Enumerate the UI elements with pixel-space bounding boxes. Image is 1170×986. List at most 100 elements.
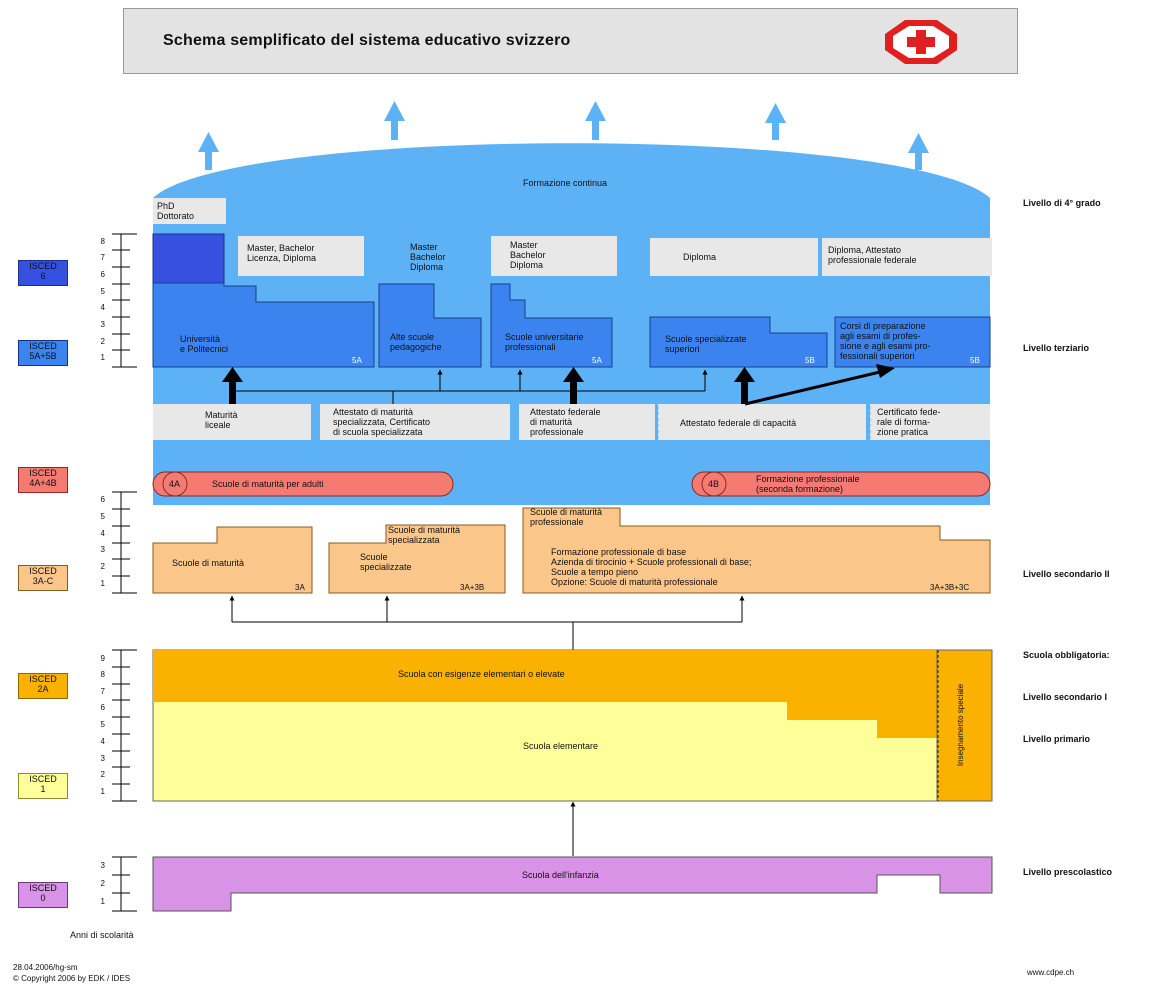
thick-arrow: [734, 367, 755, 404]
level-label: Livello prescolastico: [1023, 867, 1113, 877]
block-formazione-professionale: [522, 507, 991, 594]
degree-box: [822, 238, 992, 276]
cert-box: [658, 404, 866, 440]
years-axis-label: Anni di scolarità: [70, 930, 134, 940]
cert-box: [320, 404, 510, 440]
pill-4a-label: Scuole di maturità per adulti: [212, 479, 324, 489]
degree-box: [650, 238, 818, 276]
ruler-number: 1: [100, 353, 105, 362]
pill-4a: [152, 471, 454, 497]
level-label: Livello di 4° grado: [1023, 198, 1101, 208]
block-secondario-1: [153, 650, 937, 738]
scuola-elementare-label: Scuola elementare: [523, 741, 599, 751]
ruler-number: 1: [100, 897, 105, 906]
continuing-arrows: [198, 101, 929, 170]
block-scuola-infanzia: [152, 856, 993, 912]
ruler-number: 2: [100, 337, 105, 346]
block-scuole-specializzate: [649, 316, 828, 368]
ruler-number: 5: [100, 287, 105, 296]
ruler-number: 8: [100, 237, 105, 246]
ruler-secondary2: [112, 491, 137, 594]
ruler-number: 3: [100, 545, 105, 554]
level-label: Livello terziario: [1023, 343, 1090, 353]
ruler-number: 8: [100, 670, 105, 679]
thick-arrow: [222, 367, 243, 404]
ruler-number: 1: [100, 579, 105, 588]
cert-box: [153, 404, 311, 440]
institution-tag: 5B: [805, 356, 815, 365]
scuola-infanzia-label: Scuola dell'infanzia: [522, 870, 599, 880]
up-arrow-icon: [198, 132, 219, 170]
phd-block: [152, 233, 225, 287]
certificate-label: Attestato federale di capacità: [680, 418, 797, 428]
level-label: Scuola obbligatoria:: [1023, 650, 1110, 660]
swiss-edk-cross-logo-icon: [885, 20, 957, 64]
block-scuole-specializzate: [328, 524, 506, 594]
up-arrow-icon: [384, 101, 405, 140]
page-title: Schema semplificato del sistema educativ…: [163, 32, 571, 49]
block-insegnamento-speciale: [936, 649, 993, 802]
block-scuole-maturita: [152, 526, 313, 594]
ruler-number: 5: [100, 720, 105, 729]
ruler-number: 5: [100, 512, 105, 521]
ruler-number: 6: [100, 703, 105, 712]
ruler-number: 2: [100, 562, 105, 571]
continuing-education-label: Formazione continua: [523, 178, 608, 188]
block-corsi: [834, 316, 991, 368]
pill-4b-tag: 4B: [708, 479, 720, 489]
tag-3a3b3c: 3A+3B+3C: [930, 583, 970, 592]
pill-4b: [691, 471, 991, 497]
title-box: [123, 8, 1018, 74]
ruler-number: 7: [100, 253, 105, 262]
ruler-number: 1: [100, 787, 105, 796]
tag-3a3b: 3A+3B: [460, 583, 485, 592]
scuole-maturita-label: Scuole di maturità: [172, 558, 245, 568]
ruler-number: 6: [100, 270, 105, 279]
degree-box: [238, 236, 364, 276]
ruler-number: 3: [100, 861, 105, 870]
ruler-number: 3: [100, 320, 105, 329]
ruler-number: 3: [100, 754, 105, 763]
footer-url[interactable]: www.cdpe.ch: [1027, 968, 1075, 977]
tag-3a: 3A: [295, 583, 305, 592]
level-label: Livello primario: [1023, 734, 1091, 744]
institution-tag: 5A: [352, 356, 362, 365]
ruler-number: 2: [100, 770, 105, 779]
pill-4a-tag: 4A: [169, 479, 181, 489]
institution-tag: 5A: [592, 356, 602, 365]
ruler-number: 4: [100, 737, 105, 746]
ruler-number: 6: [100, 495, 105, 504]
level-label: Livello secondario I: [1023, 692, 1108, 702]
ruler-preschool: [112, 856, 137, 912]
ruler-obligatory: [112, 649, 137, 802]
block-alte-scuole: [378, 283, 482, 368]
thick-arrow: [563, 367, 584, 404]
degree-box: [491, 236, 617, 276]
level-label: Livello secondario II: [1023, 569, 1110, 579]
phd-box: [153, 198, 226, 224]
ruler-number: 4: [100, 529, 105, 538]
ruler-number: 4: [100, 303, 105, 312]
cert-box: [519, 404, 655, 440]
ruler-number: 7: [100, 687, 105, 696]
footer-date: 28.04.2006/hg-sm: [13, 963, 78, 972]
